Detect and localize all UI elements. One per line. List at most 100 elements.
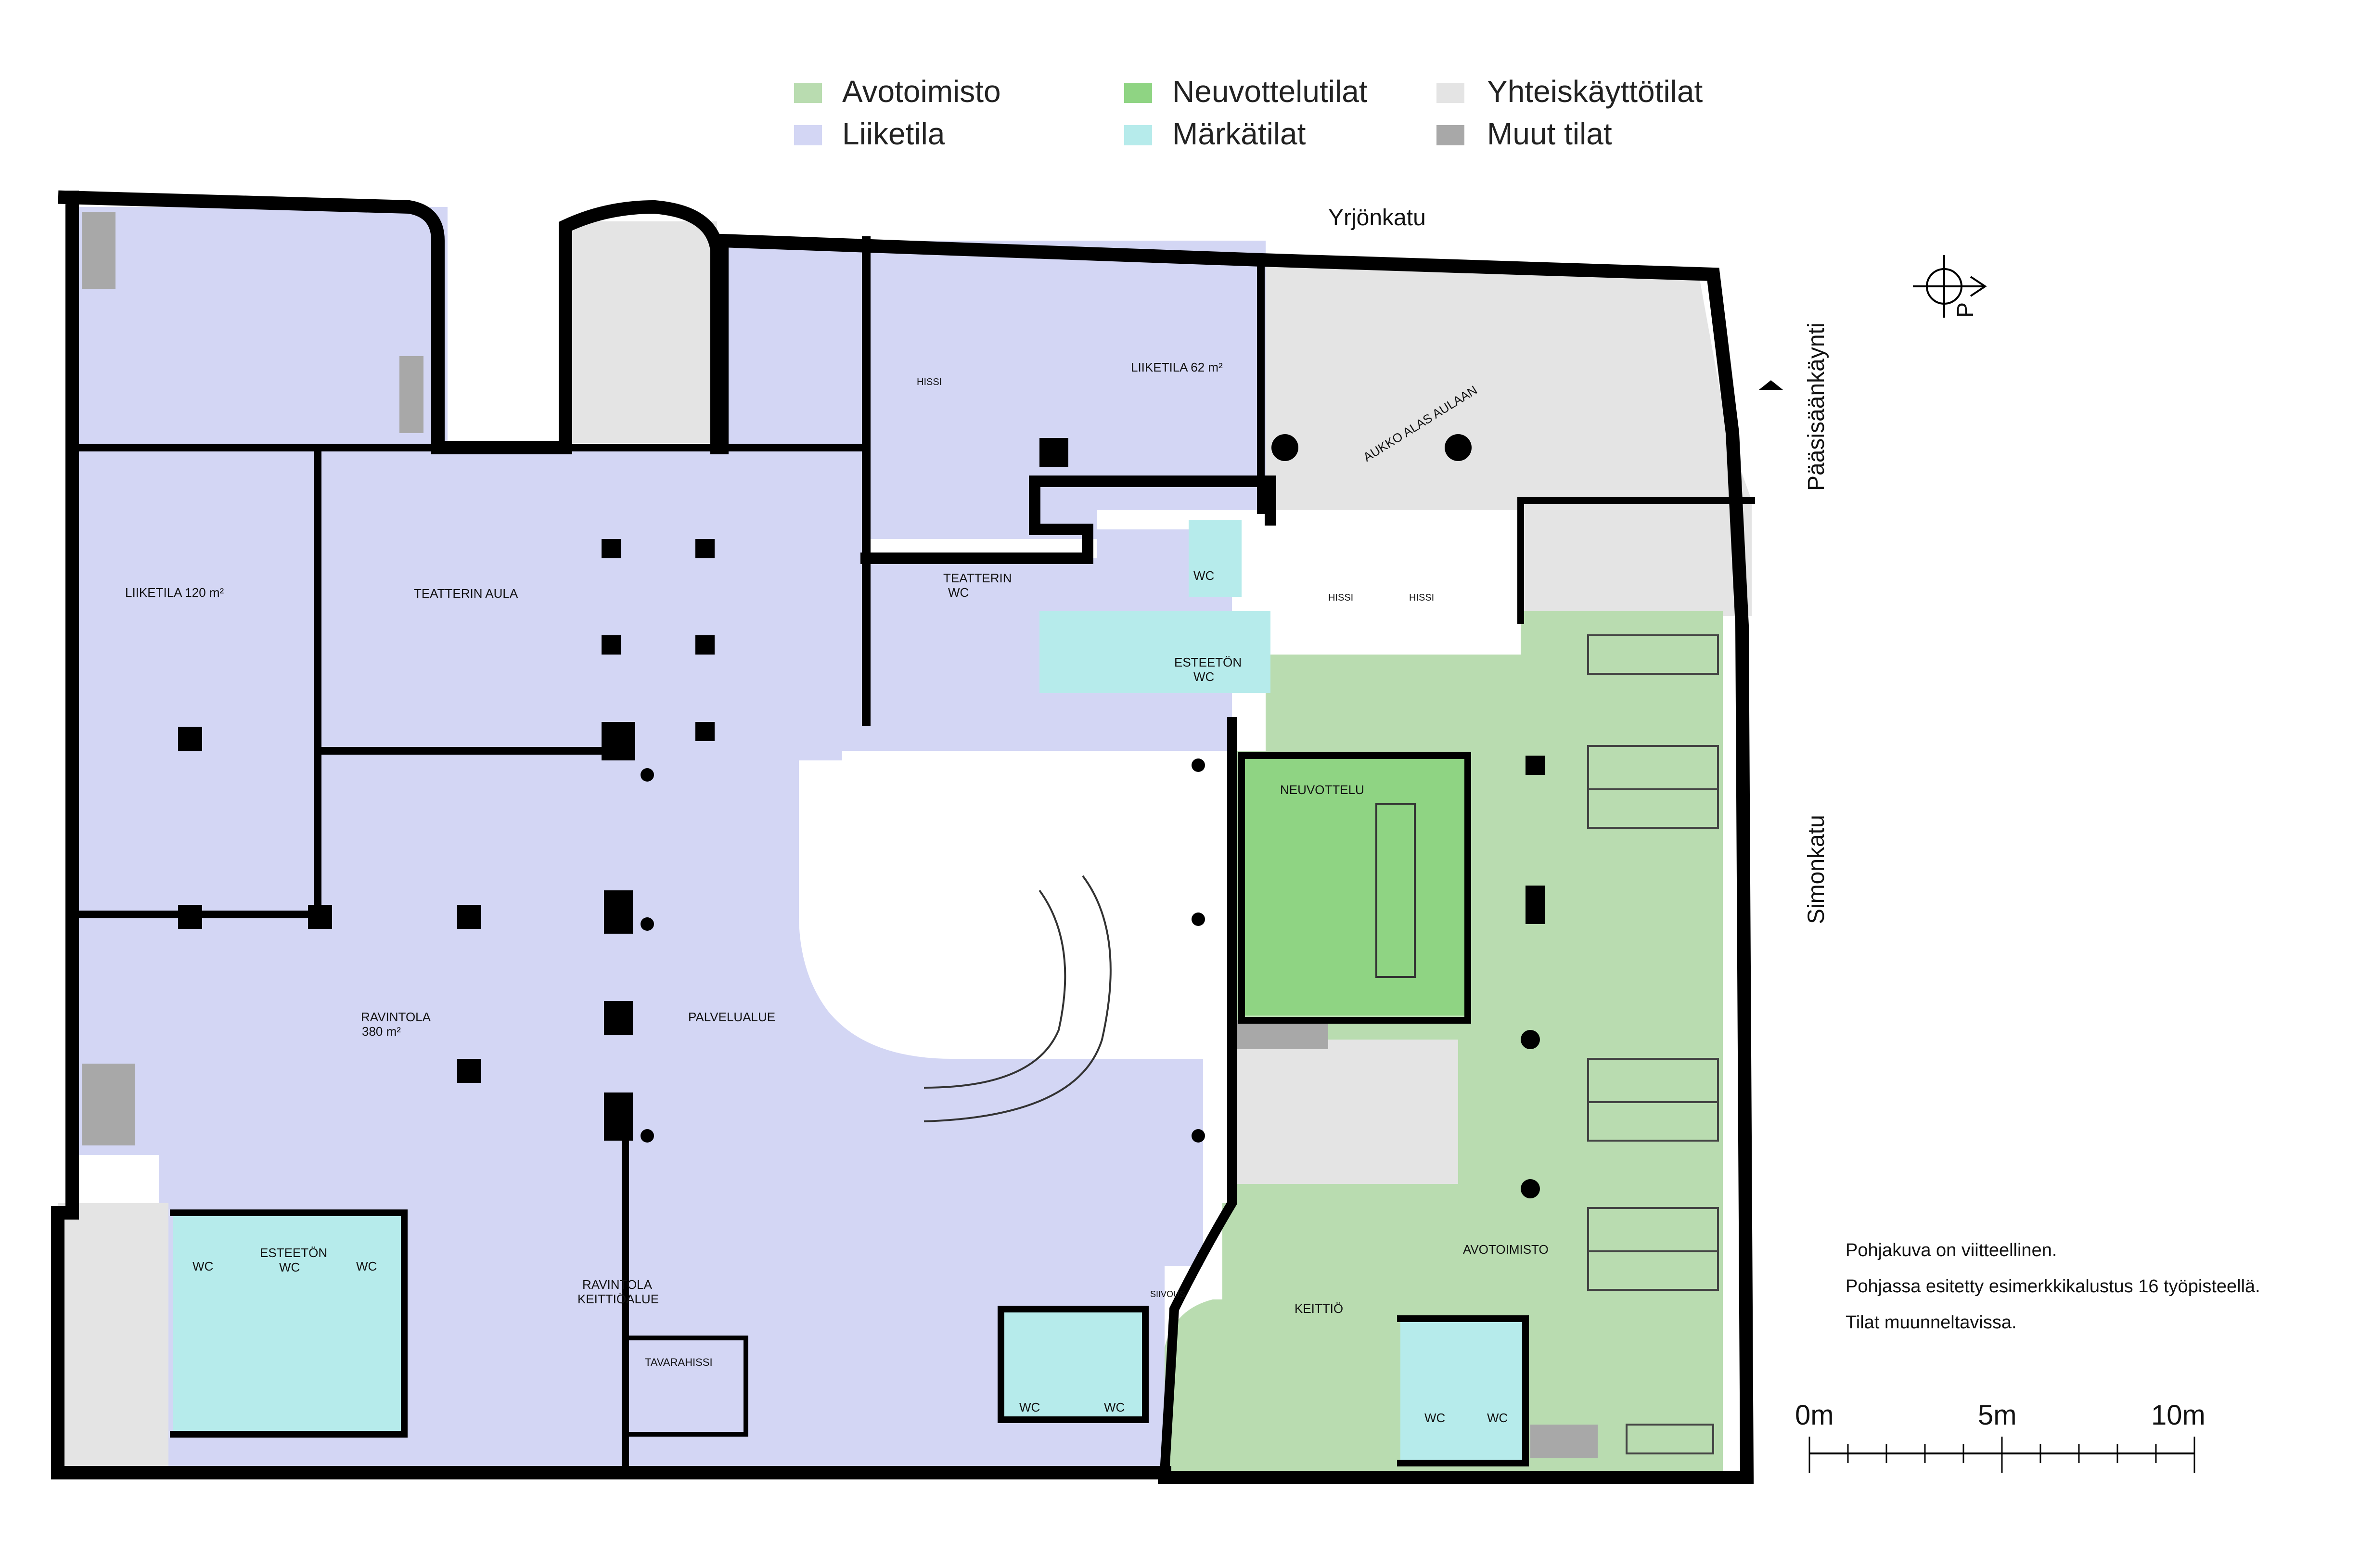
office-desks bbox=[1587, 634, 1719, 1454]
note-3: Tilat muunneltavissa. bbox=[1846, 1312, 2017, 1333]
sofa bbox=[1626, 1424, 1714, 1454]
zone-liiketila-62 bbox=[967, 243, 1266, 510]
zone-neuvottelu bbox=[1242, 756, 1468, 1015]
walls bbox=[51, 190, 1755, 1484]
zone-wc-north-2 bbox=[1039, 611, 1270, 693]
scale-ticks bbox=[1808, 1437, 2195, 1473]
column bbox=[308, 905, 332, 929]
column bbox=[1521, 1179, 1540, 1198]
legend: Avotoimisto Liiketila Neuvottelutilat Mä… bbox=[794, 74, 1703, 151]
interior-wall-5 bbox=[860, 476, 1276, 564]
entrance-arrow-icon bbox=[1759, 380, 1783, 390]
column bbox=[1192, 913, 1205, 926]
column bbox=[1192, 1129, 1205, 1143]
legend-label-muut-tilat: Muut tilat bbox=[1487, 116, 1612, 151]
label-teatterin-aula: TEATTERIN AULA bbox=[414, 586, 518, 601]
zone-court bbox=[799, 760, 1222, 1059]
zone-wc-e bbox=[1400, 1319, 1526, 1463]
zone-stair-sw bbox=[58, 1203, 168, 1468]
interior-wall-15 bbox=[628, 1336, 748, 1437]
label-hissi-2: HISSI bbox=[1328, 592, 1353, 603]
interior-wall-11 bbox=[170, 1209, 408, 1438]
label-wc-s1: WC bbox=[1019, 1400, 1040, 1414]
label-hissi-3: HISSI bbox=[1409, 592, 1434, 603]
legend-label-liiketila: Liiketila bbox=[842, 116, 945, 151]
label-teatterin-wc-2: WC bbox=[948, 585, 969, 600]
room-labels: LIIKETILA 120 m² TEATTERIN AULA TEATTERI… bbox=[125, 360, 1549, 1425]
label-siivous: SIIVOUS bbox=[1150, 1289, 1185, 1299]
label-keittio-alue-1: RAVINTOLA bbox=[582, 1277, 653, 1292]
column bbox=[1526, 756, 1545, 775]
zone-muut-2 bbox=[82, 1064, 135, 1145]
label-keittio-alue-2: KEITTIÖALUE bbox=[577, 1292, 659, 1306]
legend-swatch-muut-tilat bbox=[1436, 125, 1464, 145]
label-ravintola-1: RAVINTOLA bbox=[361, 1010, 431, 1024]
legend-swatch-markatilat bbox=[1124, 125, 1152, 145]
column bbox=[695, 722, 715, 741]
legend-label-yhteiskayttotilat: Yhteiskäyttötilat bbox=[1487, 74, 1703, 109]
zone-stair-ne bbox=[1521, 496, 1747, 611]
label-wc-north: WC bbox=[1193, 568, 1214, 583]
column bbox=[602, 722, 635, 760]
compass-icon bbox=[1913, 255, 1987, 318]
label-wc-s2: WC bbox=[1104, 1400, 1125, 1414]
label-teatterin-wc-1: TEATTERIN bbox=[943, 571, 1012, 585]
column bbox=[695, 635, 715, 655]
interior-wall-8 bbox=[1159, 717, 1237, 1478]
compass-arrow bbox=[1970, 276, 1987, 297]
legend-swatch-neuvottelutilat bbox=[1124, 83, 1152, 103]
zone-stair-core bbox=[1232, 1040, 1458, 1184]
column bbox=[178, 905, 202, 929]
label-neuvottelu: NEUVOTTELU bbox=[1280, 783, 1364, 797]
legend-label-avotoimisto: Avotoimisto bbox=[842, 74, 1001, 109]
desk bbox=[1587, 1250, 1719, 1291]
zone-muut-1 bbox=[82, 212, 115, 289]
column bbox=[641, 917, 654, 931]
zones bbox=[58, 207, 1752, 1473]
legend-swatch-avotoimisto bbox=[794, 83, 822, 103]
legend-swatch-liiketila bbox=[794, 125, 822, 145]
desk bbox=[1587, 1101, 1719, 1142]
scale-label-0: 0m bbox=[1795, 1400, 1834, 1431]
street-east: Simonkatu bbox=[1804, 815, 1829, 924]
column bbox=[457, 1059, 481, 1083]
column bbox=[641, 1129, 654, 1143]
label-esteeton-wc-2: WC bbox=[1193, 669, 1214, 684]
zone-stair-nw bbox=[563, 221, 717, 443]
desk bbox=[1587, 634, 1719, 675]
column bbox=[457, 905, 481, 929]
legend-label-neuvottelutilat: Neuvottelutilat bbox=[1172, 74, 1368, 109]
zone-liiketila-west bbox=[72, 207, 1232, 1468]
label-tavarahissi: TAVARAHISSI bbox=[645, 1356, 713, 1368]
zone-wc-s bbox=[1001, 1309, 1145, 1420]
label-palvelualue: PALVELUALUE bbox=[688, 1010, 775, 1024]
curved-stair-inner bbox=[923, 889, 1066, 1089]
exterior-wall bbox=[51, 190, 1754, 1484]
label-wc-sw-left: WC bbox=[192, 1259, 213, 1273]
column bbox=[1039, 438, 1068, 467]
label-liiketila-62: LIIKETILA 62 m² bbox=[1131, 360, 1223, 374]
label-esteeton-sw-1: ESTEETÖN bbox=[260, 1246, 327, 1260]
interior-wall-14 bbox=[1517, 497, 1755, 624]
interior-wall-12 bbox=[998, 1306, 1149, 1423]
columns bbox=[178, 434, 1545, 1198]
scale-bar: 0m 5m 10m bbox=[1795, 1400, 2205, 1473]
column bbox=[1521, 1030, 1540, 1049]
zone-muut-3 bbox=[1237, 1020, 1328, 1049]
note-2: Pohjassa esitetty esimerkkikalustus 16 t… bbox=[1846, 1276, 2260, 1297]
column bbox=[178, 727, 202, 751]
curved-stair bbox=[923, 875, 1112, 1122]
zone-wc-sw bbox=[173, 1213, 404, 1434]
column bbox=[1192, 758, 1205, 772]
label-wc-e1: WC bbox=[1424, 1411, 1445, 1425]
column bbox=[604, 1001, 633, 1035]
column bbox=[1271, 434, 1298, 461]
zone-wc-north-1 bbox=[1189, 520, 1242, 597]
column bbox=[641, 768, 654, 782]
desk bbox=[1587, 788, 1719, 829]
scale-label-5: 5m bbox=[1978, 1400, 2017, 1431]
label-esteeton-sw-2: WC bbox=[279, 1260, 300, 1274]
compass-letter: P bbox=[1953, 302, 1978, 318]
street-entrance: Pääsisäänkäynti bbox=[1804, 322, 1829, 491]
